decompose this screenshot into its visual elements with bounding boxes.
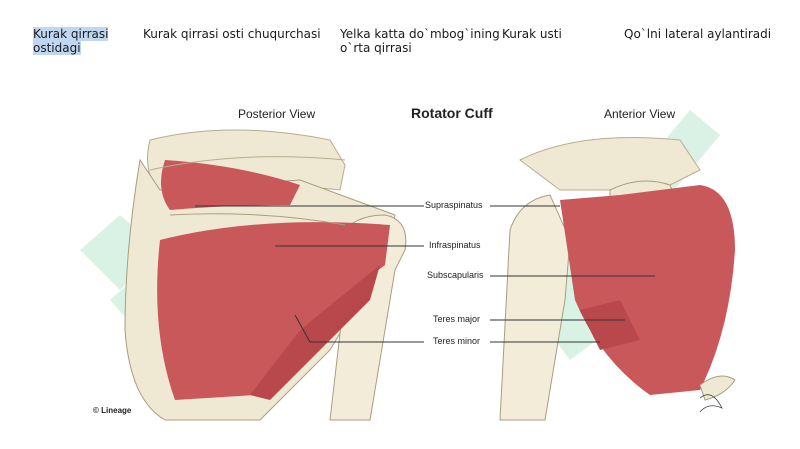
label-subscapularis: Subscapularis — [427, 270, 484, 280]
leader-lines — [195, 205, 655, 343]
posterior-view-figure — [124, 129, 407, 421]
header-cell-1[interactable]: Kurak qirrasi ostidagi — [33, 27, 109, 55]
posterior-view-label: Posterior View — [238, 107, 316, 121]
anterior-view-label: Anterior View — [604, 107, 676, 121]
figure-title: Rotator Cuff — [411, 105, 493, 121]
label-supraspinatus: Supraspinatus — [425, 200, 483, 210]
label-teres-minor: Teres minor — [433, 336, 481, 346]
label-infraspinatus: Infraspinatus — [429, 240, 481, 250]
header-cell-4[interactable]: Kurak usti — [502, 27, 562, 41]
copyright-label: © Lineage — [93, 406, 132, 415]
anterior-view-figure — [499, 137, 736, 421]
header-cell-5[interactable]: Qo`lni lateral aylantiradi — [624, 27, 772, 41]
label-teres-major: Teres major — [433, 314, 481, 324]
header-cell-3[interactable]: Yelka katta do`mbog`ining o`rta qirrasi — [340, 27, 500, 55]
header-cell-2[interactable]: Kurak qirrasi osti chuqurchasi — [143, 27, 321, 41]
